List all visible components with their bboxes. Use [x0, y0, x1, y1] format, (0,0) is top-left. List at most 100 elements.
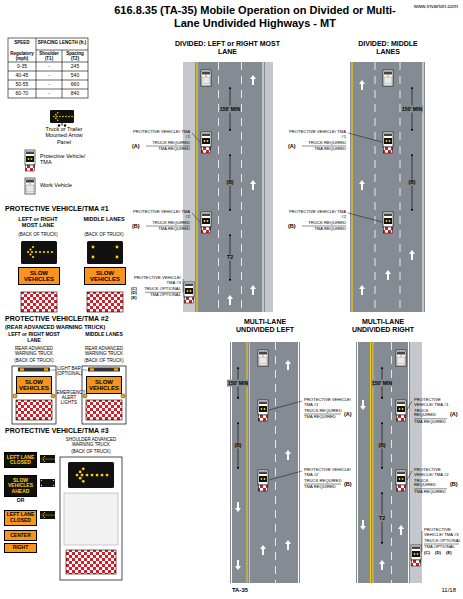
callout-label: PROTECTIVE VEHICLE/ TMA #3	[131, 276, 181, 286]
leader-line	[422, 531, 423, 552]
table-header: Shoulder (T1)	[36, 51, 62, 61]
callout-note: TMA REQUIRED	[301, 227, 346, 232]
dimension-label: 150' MIN	[401, 106, 423, 113]
callout-note: TRUCK REQUIRED	[304, 479, 342, 484]
table-cell: -	[36, 73, 62, 79]
title: 616.8.35 (TA-35) Mobile Operation on Div…	[105, 4, 405, 29]
table-cell: -	[36, 82, 62, 88]
road-divided-middle	[350, 62, 425, 312]
sign-text: CENTER	[6, 533, 35, 539]
sign-panel: CENTER	[4, 530, 37, 541]
table-header: Spacing (T2)	[62, 51, 88, 61]
table-cell: 245	[62, 64, 88, 70]
leader-line	[407, 401, 412, 410]
panel-heading: MULTI-LANE UNDIVIDED RIGHT	[348, 318, 418, 334]
callout-note: TRUCK REQUIRED	[145, 221, 190, 226]
dimension-label: (B)	[378, 442, 387, 449]
table-cell: 60-70	[8, 91, 36, 97]
sub-heading: MIDDLE LANES	[78, 332, 130, 338]
table-grid	[8, 38, 88, 98]
note: EMERGENCY ALERT LIGHTS	[57, 390, 82, 406]
callout-note: TMA REQUIRED	[145, 227, 190, 232]
dimension-label: T2	[378, 515, 386, 522]
dimension-label: T2	[226, 254, 234, 261]
legend-arrow-panel-icon	[50, 110, 74, 127]
note: REAR ADVANCED WARNING TRUCK	[8, 346, 60, 356]
shoulder-warning-truck	[40, 455, 122, 580]
dimension-label: 150' MIN	[219, 106, 241, 113]
note: REAR ADVANCED WARNING TRUCK	[78, 346, 130, 356]
legend-label: Truck or Trailer Mounted Arrow Panel	[38, 126, 90, 145]
legend-protective-vehicle-icon	[25, 150, 35, 171]
watermark: www.invarion.com	[398, 3, 458, 9]
leader-line	[348, 133, 382, 142]
callout-label: PROTECTIVE VEHICLE/ TMA #3	[424, 528, 461, 538]
dimension-label: 150' MIN	[227, 380, 249, 387]
table-header: SPEED	[8, 40, 36, 45]
figure-number: TA-35	[220, 587, 260, 594]
callout-letter: (E)	[446, 551, 457, 556]
legend-label: Protective Vehicle/ TMA	[40, 153, 96, 166]
leader-line	[269, 471, 302, 480]
callout-label: PROTECTIVE VEHICLE/ TMA #2	[288, 210, 346, 220]
note: (BACK OF TRUCK)	[10, 232, 66, 237]
note: SHOULDER ADVANCED WARNING TRUCK	[58, 437, 124, 447]
section-heading: PROTECTIVE VEHICLE/TMA #1	[5, 205, 130, 213]
road-divided-left	[183, 62, 273, 312]
callout-label: PROTECTIVE VEHICLE/ TMA #2	[304, 468, 354, 478]
note: (BACK OF TRUCK)	[78, 358, 130, 363]
callout-note: TMA REQUIRED	[304, 485, 342, 490]
dimension-label: (B)	[408, 179, 417, 186]
tma-attenuator	[21, 292, 123, 312]
sign-text: SLOW VEHICLES	[20, 270, 58, 283]
panel-heading: DIVIDED: MIDDLE LANES	[357, 40, 419, 56]
note: LIGHT BAR (OPTIONAL)	[57, 366, 82, 376]
callout-label: PROTECTIVE VEHICLE/ TMA #1	[414, 398, 460, 408]
dimension-label: (B)	[226, 179, 235, 186]
sign-panel: SLOW VEHICLES AHEAD	[4, 475, 37, 497]
callout-note: TMA REQUIRED	[145, 147, 190, 152]
sub-heading: MIDDLE LANES	[76, 216, 132, 222]
or-label: OR	[4, 498, 37, 504]
date-label: 11/18	[420, 587, 456, 594]
sign-text: SLOW VEHICLES	[88, 379, 120, 392]
callout-letter: (B)	[450, 481, 461, 487]
section-heading: PROTECTIVE VEHICLE/TMA #3	[5, 427, 130, 435]
leader-line	[348, 213, 382, 222]
sign-panel: SLOW VEHICLES	[86, 376, 122, 394]
callout-note: TMA OPTIONAL	[424, 545, 461, 550]
sign-text: RIGHT	[6, 545, 35, 551]
sign-panel: SLOW VEHICLES	[16, 376, 52, 394]
table-header: SPACING LENGTH (ft.)	[36, 40, 88, 45]
leader-line	[192, 213, 200, 222]
callout-label: PROTECTIVE VEHICLE/ TMA #1	[132, 130, 190, 140]
callout-note: TMA REQUIRED	[304, 415, 342, 420]
sign-panel: SLOW VEHICLES	[18, 267, 60, 285]
callout-note: TMA REQUIRED	[414, 490, 448, 495]
callout-letter: (E)	[131, 296, 143, 301]
table-header: Regulatory (mph)	[8, 51, 36, 61]
sign-panel: LEFT LANE CLOSED	[4, 510, 37, 526]
note: (BACK OF TRUCK)	[58, 449, 124, 454]
callout-note: TRUCK REQUIRED	[301, 221, 346, 226]
callout-label: PROTECTIVE VEHICLE/ TMA #2	[414, 468, 460, 478]
table-cell: 50-55	[8, 82, 36, 88]
table-cell: 840	[62, 91, 88, 97]
dimension-label: (B)	[234, 442, 243, 449]
leader-line	[269, 401, 302, 410]
leader-line	[407, 471, 412, 480]
sign-text: SLOW VEHICLES	[86, 270, 124, 283]
callout-letter: (A)	[288, 143, 300, 149]
table-cell: -	[36, 64, 62, 70]
sub-heading: (REAR ADVANCED WARNING TRUCK)	[5, 324, 130, 330]
callout-note: TRUCK REQUIRED	[145, 141, 190, 146]
table-cell: 40-45	[8, 73, 36, 79]
callout-letter: (B)	[288, 223, 300, 229]
note: (BACK OF TRUCK)	[76, 232, 132, 237]
callout-label: PROTECTIVE VEHICLE/ TMA #1	[288, 130, 346, 140]
table-cell: 660	[62, 82, 88, 88]
panel-heading: DIVIDED: LEFT or RIGHT MOST LANE	[175, 40, 280, 56]
sign-text: LEFT LANE CLOSED	[6, 455, 35, 466]
callout-note: TRUCK REQUIRED	[304, 409, 342, 414]
